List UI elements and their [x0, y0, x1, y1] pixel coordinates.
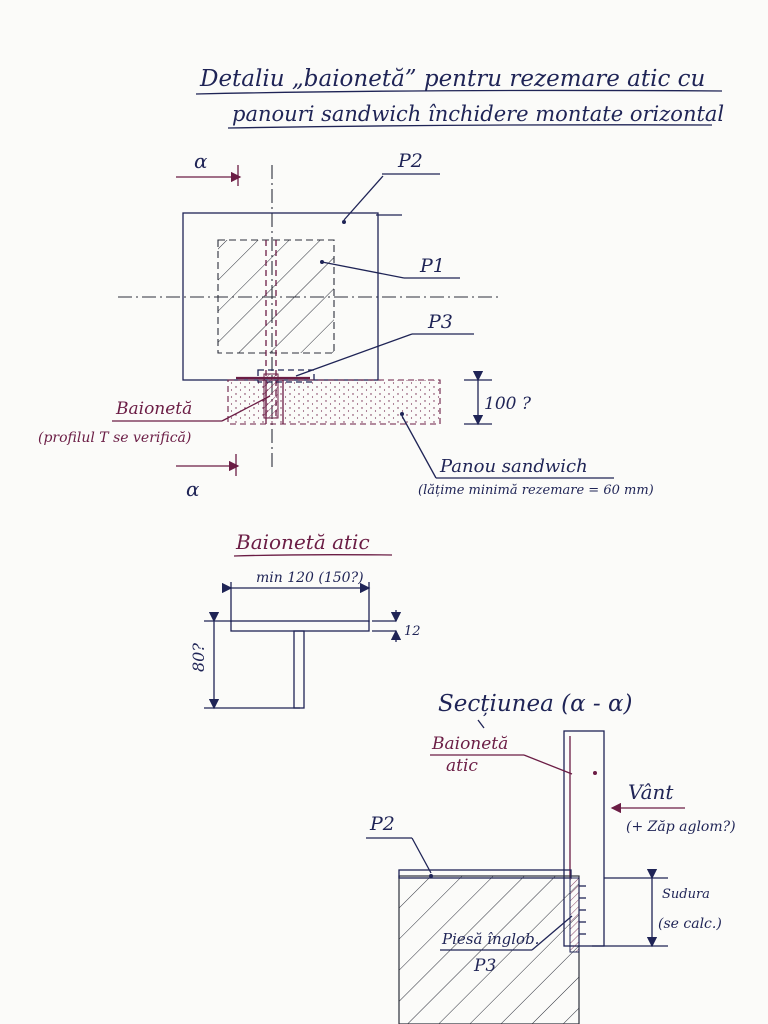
- dim-h-label: 80?: [189, 643, 208, 672]
- leader-baioneta-plan: [221, 395, 271, 422]
- label-p3-section: P3: [473, 956, 496, 976]
- leader-panou: [401, 415, 437, 479]
- label-vant-note: (+ Zăp aglom?): [626, 819, 736, 835]
- plate-p1-hatched: [217, 239, 335, 354]
- leader-p2-section: [411, 837, 432, 874]
- title-line-1: Detaliu „baionetă” pentru rezemare atic …: [199, 66, 705, 92]
- bayonet-detail-title: Baionetă atic: [235, 530, 370, 554]
- title-underline-2: [227, 124, 713, 129]
- weld-strip: [569, 877, 580, 953]
- sandwich-panel: [227, 379, 441, 425]
- plate-p2-section-dot: [429, 874, 433, 878]
- title-line-2: panouri sandwich închidere montate orizo…: [232, 102, 724, 126]
- bayonet-detail-title-underline: [233, 554, 393, 557]
- label-baioneta-section: Baionetă: [431, 734, 508, 754]
- leader-p2-plan: [343, 175, 384, 221]
- section-view: Secțiunea (α - α) Baionetă atic Vânt (+ …: [366, 691, 736, 1024]
- section-mark-top-label: α: [194, 149, 208, 173]
- title-block: Detaliu „baionetă” pentru rezemare atic …: [195, 66, 724, 129]
- label-p1: P1: [419, 255, 445, 277]
- section-title: Secțiunea (α - α): [438, 691, 633, 717]
- leader-baioneta-section: [523, 754, 573, 775]
- dim-100-label: 100 ?: [484, 394, 532, 414]
- label-atic-section: atic: [446, 756, 478, 776]
- plan-view: α α P2 P1 P3 Baionetă (profilul T se ver…: [38, 149, 654, 501]
- dim-thk-label: 12: [404, 624, 421, 639]
- t-profile-flange: [230, 620, 370, 632]
- title-underline-1: [195, 89, 723, 95]
- label-sudura-note: (se calc.): [658, 916, 722, 932]
- dim-width-label: min 120 (150?): [256, 570, 364, 586]
- leader-p1: [321, 261, 405, 279]
- bayonet-detail: Baionetă atic min 120 (150?) 12 80?: [189, 530, 421, 710]
- label-p2-section: P2: [369, 813, 395, 835]
- plate-p2-section: [398, 869, 572, 879]
- atic-bayonet-body: [563, 730, 605, 947]
- label-baioneta-plan: Baionetă: [115, 399, 192, 419]
- leader-p1-dot: [320, 260, 324, 264]
- label-panou-sandwich: Panou sandwich: [439, 456, 588, 477]
- label-p2-plan: P2: [397, 150, 423, 172]
- label-p3-plan: P3: [427, 311, 453, 333]
- leader-piesa: [531, 915, 573, 951]
- section-mark-bottom-label: α: [186, 477, 200, 501]
- label-profil-note: (profilul T se verifică): [38, 430, 191, 446]
- leader-panou-dot: [400, 412, 404, 416]
- t-profile-web: [293, 630, 305, 709]
- leader-p2-dot: [342, 220, 346, 224]
- label-vant: Vânt: [628, 780, 674, 804]
- label-sudura: Sudura: [662, 887, 710, 902]
- label-panou-note: (lățime minimă rezemare = 60 mm): [418, 483, 654, 498]
- atic-bayonet-dot: [593, 771, 597, 775]
- label-piesa-inglob: Piesă înglob.: [441, 930, 539, 948]
- leader-p3-plan: [295, 333, 413, 377]
- section-title-tick: [477, 719, 485, 729]
